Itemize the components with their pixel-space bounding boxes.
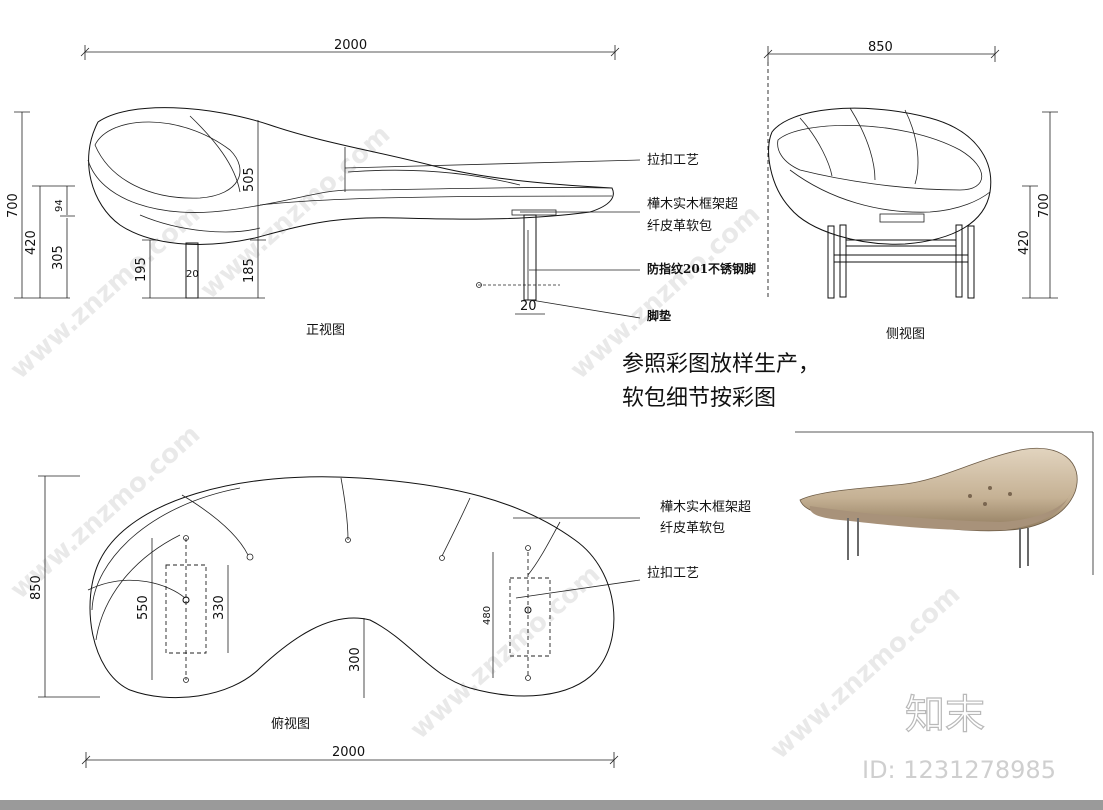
- top-label-tufting: 拉扣工艺: [647, 566, 699, 581]
- top-body-outline: [89, 476, 615, 699]
- front-label-frame-1: 樺木实木框架超: [647, 197, 738, 212]
- watermark-site: www.znzmo.com: [195, 119, 397, 305]
- front-label-steel-leg: 防指纹201不锈钢脚: [647, 261, 756, 276]
- side-view-title: 侧视图: [886, 327, 925, 342]
- front-view: 2000 700 420 94 305 195 505 185: [6, 38, 756, 338]
- production-note-line-1: 参照彩图放样生产，: [622, 352, 820, 377]
- top-depth-dim: 850: [29, 575, 44, 600]
- top-dim-d: 480: [482, 606, 493, 625]
- top-view: 850 550 330 300 480 樺木实木框架超 纤皮革软包 拉扣工艺 俯…: [29, 475, 751, 768]
- side-width-dim: 850: [868, 40, 893, 55]
- top-dim-c: 300: [348, 647, 363, 672]
- top-dim-b: 330: [212, 595, 227, 620]
- bottom-bar: [0, 800, 1103, 810]
- top-label-frame-1: 樺木实木框架超: [660, 500, 751, 515]
- watermark-id-label: ID: 1231278985: [862, 756, 1056, 784]
- side-height-total-dim: 700: [1037, 193, 1052, 218]
- front-seat-base-dim: 305: [51, 245, 66, 270]
- top-view-title: 俯视图: [271, 716, 310, 732]
- front-leg-width-left: 20: [186, 269, 199, 280]
- front-width-dim: 2000: [334, 38, 367, 53]
- top-leg-frame-right: [509, 577, 551, 657]
- top-width-dim: 2000: [332, 745, 365, 760]
- side-seat-height-dim: 420: [1017, 230, 1032, 255]
- front-leg-right-dim: 185: [242, 258, 257, 283]
- reference-render: [795, 431, 1094, 575]
- watermark-site: www.znzmo.com: [5, 199, 207, 385]
- side-leg-right: [967, 225, 975, 299]
- front-seat-height-dim: 420: [24, 230, 39, 255]
- top-label-frame-2: 纤皮革软包: [660, 521, 725, 536]
- front-view-title: 正视图: [306, 323, 345, 338]
- front-mount-plate: [511, 209, 557, 216]
- production-note-line-2: 软包细节按彩图: [622, 386, 776, 411]
- side-body-outline: [768, 107, 992, 245]
- top-dim-a: 550: [136, 595, 151, 620]
- front-label-tufting: 拉扣工艺: [647, 153, 699, 168]
- front-label-frame-2: 纤皮革软包: [647, 219, 712, 234]
- front-height-total-dim: 700: [6, 193, 21, 218]
- front-cushion-dim: 94: [54, 199, 65, 212]
- watermark-layer: www.znzmo.com www.znzmo.com www.znzmo.co…: [5, 119, 967, 765]
- front-back-height-dim: 505: [242, 167, 257, 192]
- front-leg-width-right: 20: [520, 299, 537, 314]
- front-leg-left-dim: 195: [134, 257, 149, 282]
- side-leg-left: [827, 225, 835, 299]
- front-leg-right: [523, 214, 537, 301]
- brand-watermark: 知末: [905, 692, 985, 738]
- front-label-foot-pad: 脚垫: [647, 308, 671, 323]
- watermark-site: www.znzmo.com: [405, 559, 607, 745]
- side-view: 850 700 420 侧视图: [763, 40, 1058, 342]
